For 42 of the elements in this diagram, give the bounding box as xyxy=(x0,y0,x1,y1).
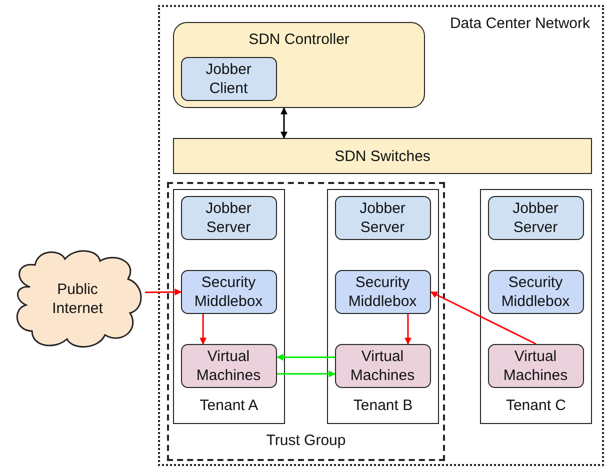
arrow xyxy=(200,314,207,345)
node-label: Trust Group xyxy=(266,432,346,449)
node-label: Tenant B xyxy=(353,397,413,414)
node-label: Security Middlebox xyxy=(500,272,571,310)
node-label: Tenant A xyxy=(200,397,258,414)
process-box xyxy=(334,344,430,388)
node-label: SDN Switches xyxy=(334,148,430,164)
process-box xyxy=(488,270,584,314)
process-box xyxy=(334,196,430,240)
node-label: Virtual Machines xyxy=(502,346,569,384)
arrow xyxy=(430,291,536,345)
tenant-box xyxy=(173,189,285,424)
arrow xyxy=(276,354,335,361)
tenant-box xyxy=(480,189,592,424)
process-box xyxy=(334,270,430,314)
tenant-box xyxy=(327,189,439,424)
network-region xyxy=(158,5,604,466)
node-label: Public Internet xyxy=(51,280,104,318)
node-label: Jobber Server xyxy=(358,198,406,236)
node-label: Virtual Machines xyxy=(195,346,262,384)
node-label: SDN Controller xyxy=(248,31,350,48)
group-region xyxy=(167,182,445,461)
process-box xyxy=(180,344,276,388)
node-label: Data Center Network xyxy=(450,15,590,32)
node-label: Tenant C xyxy=(506,397,566,414)
node-label: Security Middlebox xyxy=(347,272,418,310)
arrow xyxy=(277,370,336,378)
arrow xyxy=(280,107,288,139)
process-box xyxy=(180,270,276,314)
node-label: Jobber Server xyxy=(512,198,560,236)
arrow xyxy=(145,288,182,296)
node-label: Jobber Client xyxy=(204,60,252,98)
node-label: Jobber Server xyxy=(204,198,252,236)
process-box xyxy=(488,344,584,388)
arrow xyxy=(404,314,412,345)
node-label: Virtual Machines xyxy=(349,346,416,384)
process-box xyxy=(180,196,276,240)
process-box xyxy=(488,196,584,240)
switch-bar xyxy=(173,138,592,174)
node-label: Security Middlebox xyxy=(193,272,264,310)
controller-box xyxy=(173,22,425,108)
process-box xyxy=(180,56,276,100)
